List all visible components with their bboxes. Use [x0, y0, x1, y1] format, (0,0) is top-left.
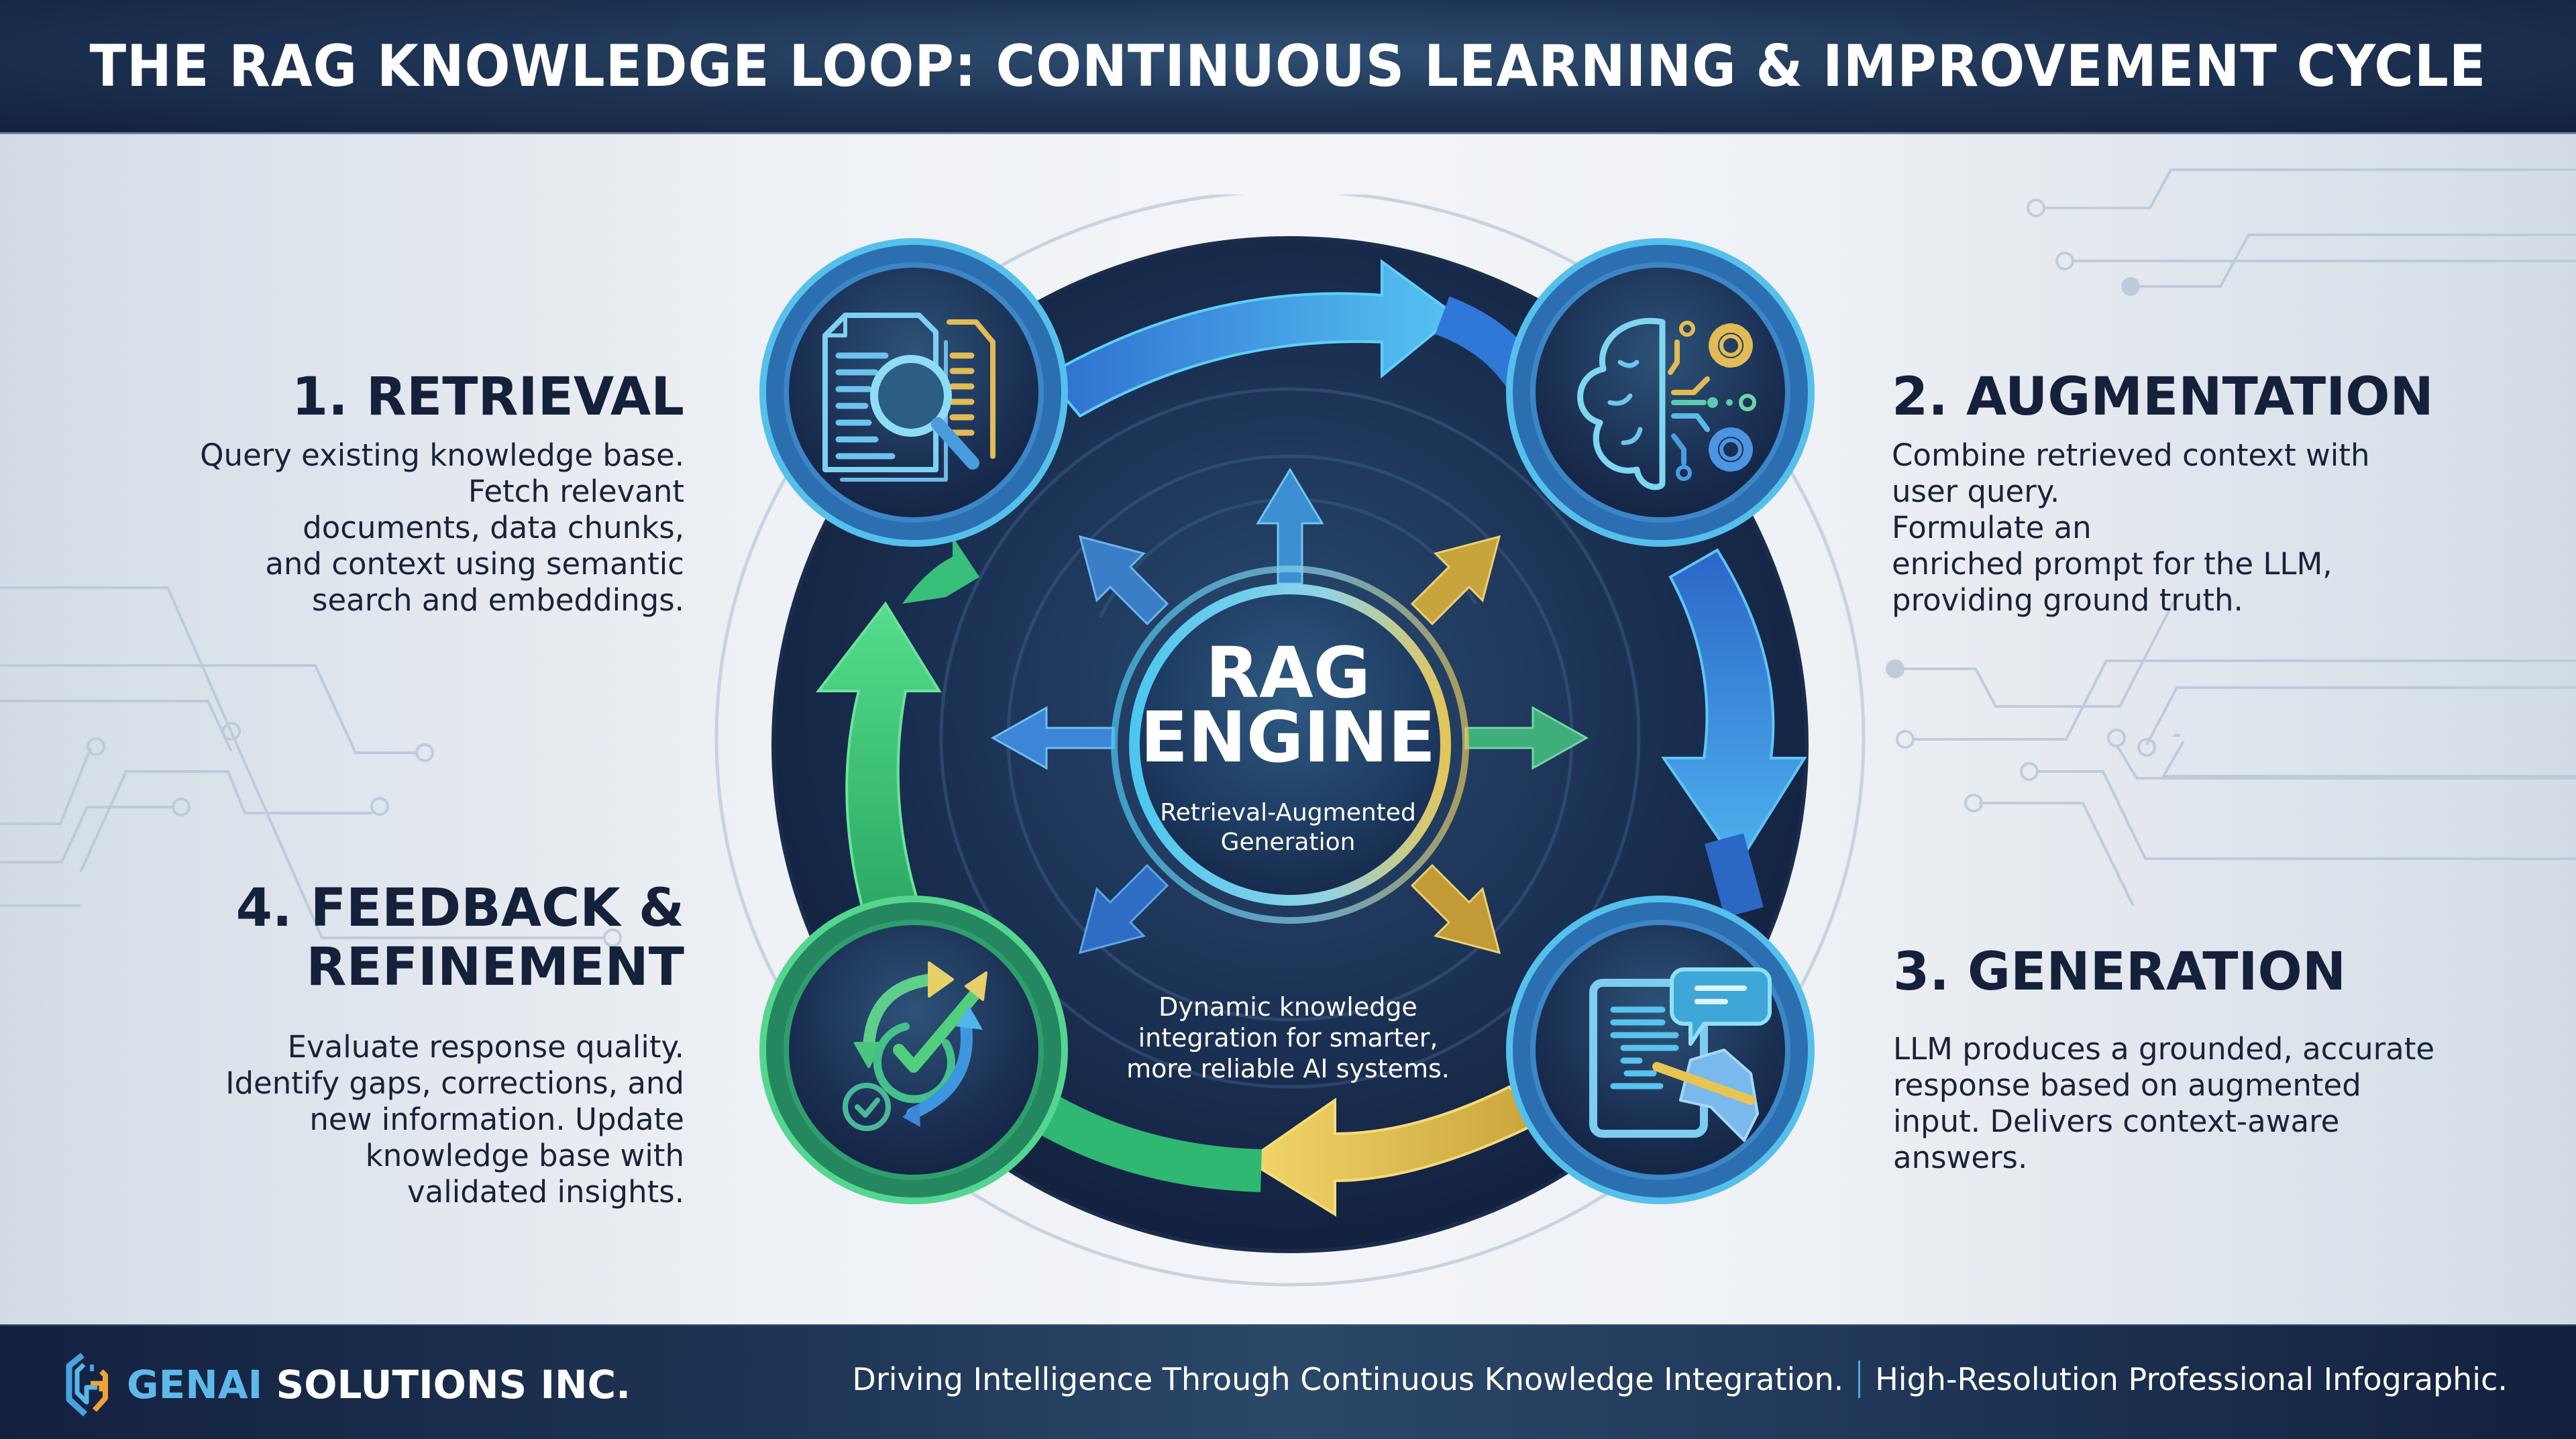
brand[interactable]: GENAI SOLUTIONS INC.: [64, 1351, 631, 1418]
step-title: 1. RETRIEVAL: [291, 367, 684, 427]
page-title: THE RAG KNOWLEDGE LOOP: CONTINUOUS LEARN…: [89, 32, 2487, 100]
brain-gears-icon: [1577, 318, 1756, 490]
rag-engine-title: RAG ENGINE: [1140, 632, 1436, 778]
tagline-right: High-Resolution Professional Infographic…: [1875, 1361, 2508, 1397]
rag-loop-diagram: [714, 195, 1866, 1287]
brand-accent: GENAI: [127, 1362, 263, 1407]
arrow-augmentation-to-generation: [1661, 548, 1807, 918]
footer-bar: GENAI SOLUTIONS INC. Driving Intelligenc…: [0, 1324, 2576, 1439]
step-description: LLM produces a grounded, accurate respon…: [1893, 1031, 2435, 1175]
rag-engine-subtitle: Retrieval-Augmented Generation: [1160, 799, 1416, 856]
brand-name: GENAI SOLUTIONS INC.: [127, 1362, 631, 1407]
tablet-robot-hand-writing-icon: [1589, 967, 1772, 1142]
arrow-green-segment: [1036, 1095, 1262, 1192]
genai-logo-icon: [66, 1352, 108, 1417]
radial-arrows: [990, 468, 1589, 955]
brand-rest: SOLUTIONS INC.: [276, 1362, 631, 1407]
document-search-icon: [822, 313, 996, 482]
step-feedback-refinement: 4. FEEDBACK & REFINEMENT Evaluate respon…: [134, 879, 684, 1210]
circuit-decoration: [0, 168, 2576, 947]
tagline-left: Driving Intelligence Through Continuous …: [852, 1361, 1844, 1397]
step-description: Query existing knowledge base. Fetch rel…: [200, 437, 684, 618]
rag-engine-core: [1129, 584, 1451, 906]
step-title: 4. FEEDBACK & REFINEMENT: [235, 878, 684, 998]
refresh-check-arrows-icon: [843, 961, 987, 1131]
node-feedback[interactable]: [759, 896, 1068, 1204]
step-retrieval: 1. RETRIEVAL Query existing knowledge ba…: [134, 368, 684, 619]
arrow-generation-to-feedback: [1245, 1085, 1546, 1217]
outer-ring: [714, 195, 1866, 1287]
step-description: Evaluate response quality. Identify gaps…: [225, 1029, 684, 1210]
title-banner: THE RAG KNOWLEDGE LOOP: CONTINUOUS LEARN…: [0, 0, 2576, 134]
tagline-separator: [1858, 1361, 1861, 1398]
arrow-feedback-to-retrieval: [815, 537, 979, 921]
step-augmentation: 2. AUGMENTATION Combine retrieved contex…: [1892, 368, 2442, 619]
diagram-caption: Dynamic knowledge integration for smarte…: [1126, 992, 1450, 1083]
footer-tagline: Driving Intelligence Through Continuous …: [852, 1361, 2508, 1398]
step-title: 3. GENERATION: [1893, 942, 2347, 1002]
step-generation: 3. GENERATION LLM produces a grounded, a…: [1893, 943, 2443, 1176]
step-description: Combine retrieved context with user quer…: [1892, 437, 2370, 618]
step-title: 2. AUGMENTATION: [1892, 367, 2434, 427]
